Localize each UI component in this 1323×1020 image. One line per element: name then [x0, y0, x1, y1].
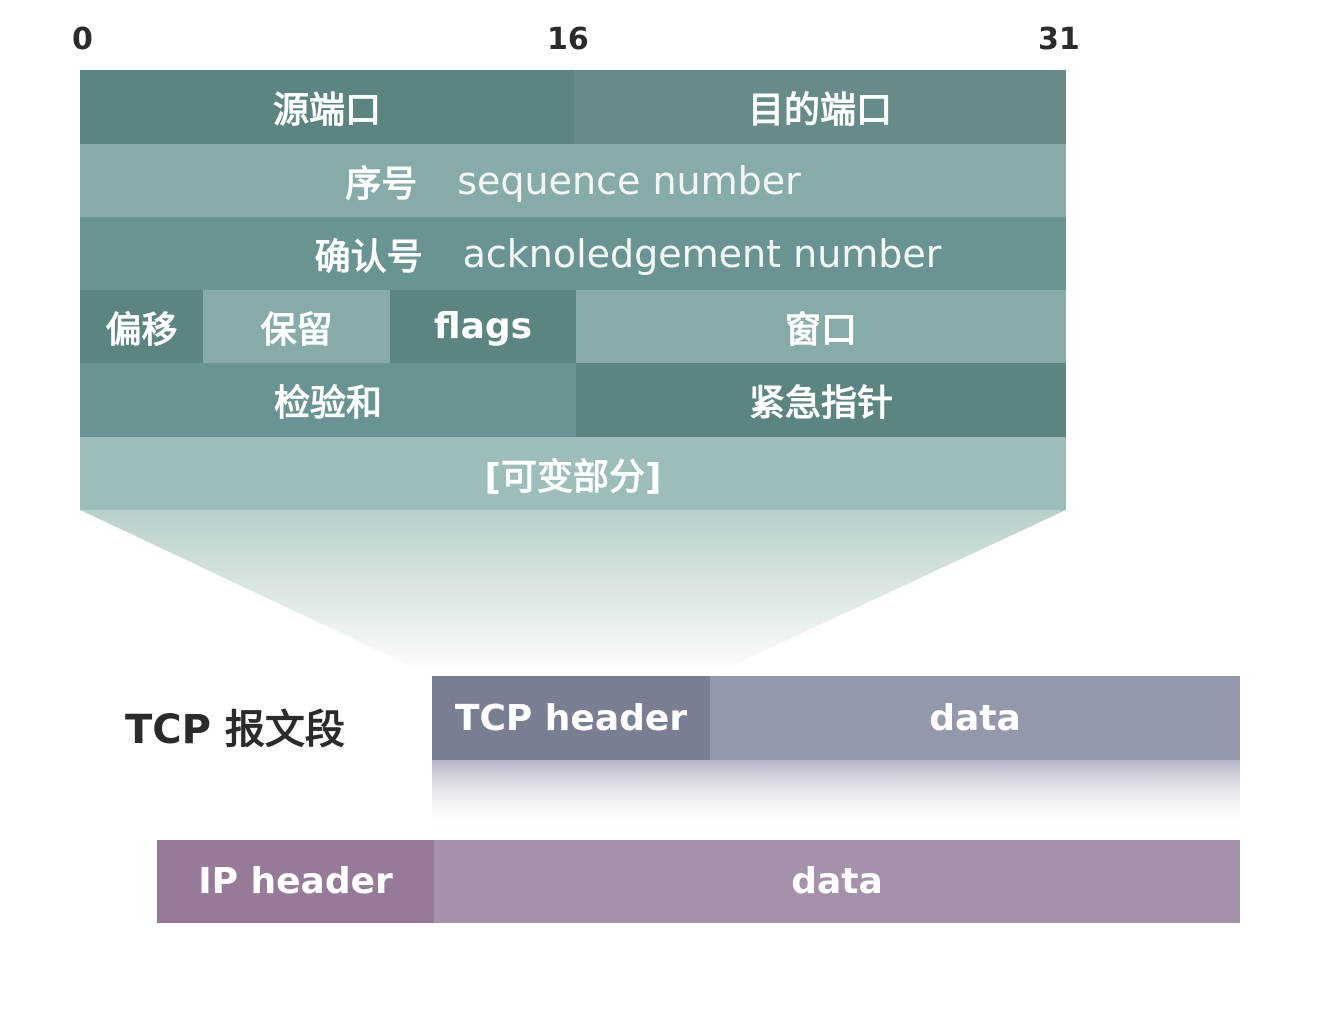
ip-data-block: data: [434, 840, 1240, 923]
checksum-field: 检验和: [80, 363, 576, 437]
bit-marker-16: 16: [547, 22, 589, 57]
funnel-shape: [80, 510, 1066, 676]
acknowledgement-cn-label: 确认号: [314, 236, 423, 278]
reserved-field: 保留: [203, 290, 390, 363]
tcp-segment-label: TCP 报文段: [125, 707, 345, 753]
tcp-data-block: data: [710, 676, 1240, 760]
bit-marker-31: 31: [1038, 22, 1080, 57]
bit-marker-0: 0: [72, 22, 93, 57]
sequence-cn-label: 序号: [345, 163, 418, 205]
flags-field: flags: [390, 290, 576, 363]
options-field: [可变部分]: [80, 437, 1066, 510]
acknowledgement-field: 确认号 acknoledgement number: [80, 217, 1066, 290]
offset-field: 偏移: [80, 290, 203, 363]
dest-port-field: 目的端口: [574, 70, 1066, 144]
acknowledgement-en-label: acknoledgement number: [462, 231, 942, 276]
tcp-header-block: TCP header: [432, 676, 710, 760]
urgent-pointer-field: 紧急指针: [576, 363, 1066, 437]
source-port-field: 源端口: [80, 70, 574, 144]
sequence-field: 序号 sequence number: [80, 144, 1066, 217]
tcp-segment-shadow: [432, 760, 1240, 832]
sequence-en-label: sequence number: [457, 158, 801, 203]
ip-header-block: IP header: [157, 840, 434, 923]
window-field: 窗口: [576, 290, 1066, 363]
